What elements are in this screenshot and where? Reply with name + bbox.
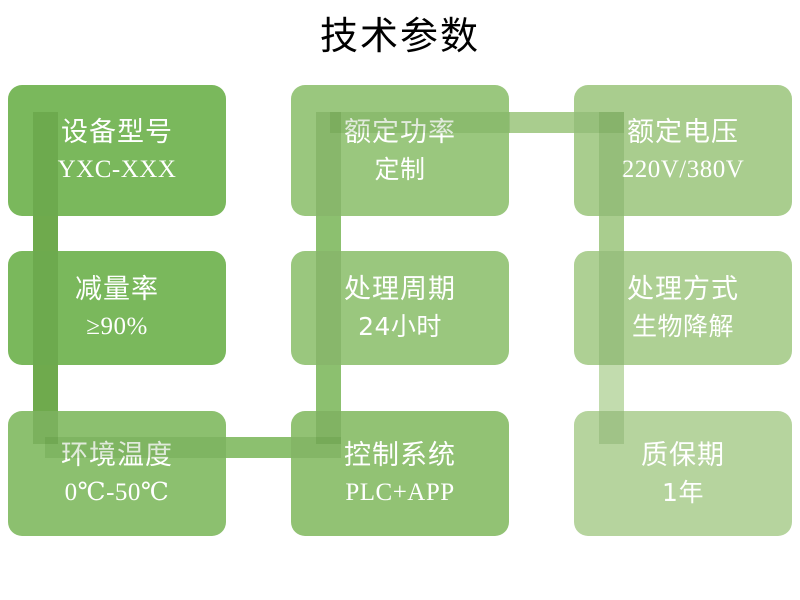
- spec-card-title: 设备型号: [61, 116, 173, 148]
- spec-card-text: 处理周期 24小时: [344, 271, 456, 345]
- spec-card-value: YXC-XXX: [57, 155, 177, 183]
- connector-link-power-overlay: [330, 112, 510, 133]
- connector-spine-left-overlay-3: [33, 411, 58, 444]
- connector-link-control-overlay: [291, 437, 341, 458]
- spec-card-title: 控制系统: [344, 439, 456, 471]
- spec-card-value: ≥90%: [86, 313, 148, 340]
- connector-spine-right-overlay-3: [599, 411, 624, 444]
- spec-card-text: 额定电压 220V/380V: [622, 114, 745, 188]
- connector-link-voltage-overlay: [574, 112, 624, 133]
- connector-link-temp-overlay: [45, 437, 226, 458]
- spec-card-value: PLC+APP: [345, 478, 455, 506]
- connector-spine-left-overlay-2: [33, 251, 58, 365]
- connector-spine-center-overlay-2: [316, 251, 341, 365]
- spec-card-title: 质保期: [641, 439, 725, 471]
- spec-card-text: 质保期 1年: [641, 437, 725, 511]
- spec-card-text: 控制系统 PLC+APP: [344, 437, 456, 511]
- spec-card-value: 1年: [662, 477, 704, 507]
- spec-card-text: 设备型号 YXC-XXX: [58, 114, 177, 188]
- spec-card-title: 减量率: [75, 274, 159, 305]
- spec-card-value: 220V/380V: [621, 155, 745, 183]
- spec-card-title: 处理方式: [627, 274, 739, 305]
- connector-spine-right-overlay-1: [599, 112, 624, 216]
- connector-spine-right-overlay-2: [599, 251, 624, 365]
- connector-spine-left-overlay-1: [33, 112, 58, 216]
- spec-card-value: 24小时: [358, 312, 442, 341]
- spec-card-title: 处理周期: [344, 274, 456, 305]
- connector-spine-center-overlay-1: [316, 112, 341, 216]
- spec-card-title: 额定电压: [627, 116, 739, 148]
- spec-card-text: 处理方式生物降解: [627, 271, 739, 345]
- connector-spine-center-overlay-3: [316, 411, 341, 444]
- spec-card-text: 减量率 ≥90%: [75, 271, 159, 345]
- spec-card-value: 0℃-50℃: [64, 478, 170, 506]
- page-title: 技术参数: [319, 14, 480, 58]
- spec-card-value: 定制: [374, 154, 426, 184]
- spec-card-value: 生物降解: [631, 312, 734, 341]
